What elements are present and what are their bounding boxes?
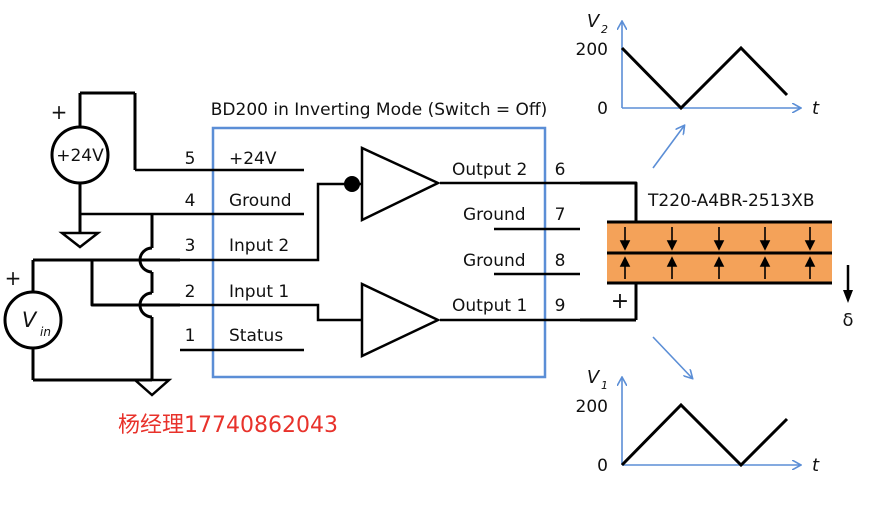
displacement-label: δ	[842, 310, 853, 331]
pin-8-number: 8	[555, 251, 566, 271]
plot-v1-tick-max: 200	[576, 397, 608, 417]
pin-1-label: Status	[229, 326, 283, 346]
plot-v2	[622, 22, 800, 108]
plot-v1-y-label: V	[587, 367, 601, 388]
vin-label-main: V	[22, 308, 38, 332]
ground-symbol-bottom	[131, 378, 173, 397]
plot-v2-tick-max: 200	[576, 40, 608, 60]
plot-v2-y-label: V	[587, 11, 601, 32]
plot-v2-x-label: t	[812, 98, 820, 119]
pin-5-number: 5	[185, 149, 196, 169]
pin-3-label: Input 2	[229, 236, 289, 256]
pin-8-label: Ground	[463, 251, 526, 271]
vin-plus-sign: +	[5, 266, 22, 290]
pin-5-label: +24V	[229, 149, 277, 169]
actuator-plus-sign: +	[611, 289, 629, 314]
pin-4-label: Ground	[229, 191, 292, 211]
actuator-model-label: T220-A4BR-2513XB	[647, 191, 815, 211]
supply-label: +24V	[56, 146, 104, 166]
displacement-arrow-head	[843, 290, 853, 303]
right-pins	[440, 181, 580, 322]
pin-7-number: 7	[555, 205, 566, 225]
module-title: BD200 in Inverting Mode (Switch = Off)	[211, 100, 548, 120]
pin-3-number: 3	[185, 236, 196, 256]
pin-6-label: Output 2	[452, 160, 527, 180]
input-2-wire	[304, 182, 362, 262]
plot-v1-y-subscript: 1	[601, 379, 608, 392]
left-pins	[80, 168, 304, 352]
pin-9-number: 9	[555, 296, 566, 316]
pin-6-number: 6	[555, 160, 566, 180]
vin-input1-wire	[90, 260, 180, 307]
pin-7-label: Ground	[463, 205, 526, 225]
polarization-arrows	[619, 227, 816, 279]
watermark-text: 杨经理17740862043	[118, 413, 338, 438]
module-frame	[211, 126, 547, 379]
ground-symbol-top	[58, 231, 102, 249]
pin-2-label: Input 1	[229, 282, 289, 302]
plot-v2-tick-min: 0	[597, 99, 608, 119]
plot-v1-tick-min: 0	[597, 456, 608, 476]
pin-4-number: 4	[185, 191, 196, 211]
plot-v1	[622, 378, 800, 465]
pointer-arrow-v2	[652, 126, 684, 169]
plot-v1-x-label: t	[812, 455, 820, 476]
plot-v2-y-subscript: 2	[601, 23, 608, 36]
inverting-dot	[344, 176, 360, 192]
pointer-arrow-v1	[652, 336, 692, 378]
pin-2-number: 2	[185, 282, 196, 302]
waveform-v2	[620, 45, 789, 111]
pin-1-number: 1	[185, 326, 196, 346]
output-2-wire	[580, 181, 638, 222]
supply-plus-sign: +	[51, 100, 68, 124]
vin-label-sub: in	[40, 325, 51, 339]
amplifier-2	[360, 146, 441, 222]
pin-9-label: Output 1	[452, 296, 527, 316]
input-1-wire	[304, 303, 362, 322]
waveform-v1	[620, 402, 789, 468]
amplifier-1	[360, 282, 441, 358]
